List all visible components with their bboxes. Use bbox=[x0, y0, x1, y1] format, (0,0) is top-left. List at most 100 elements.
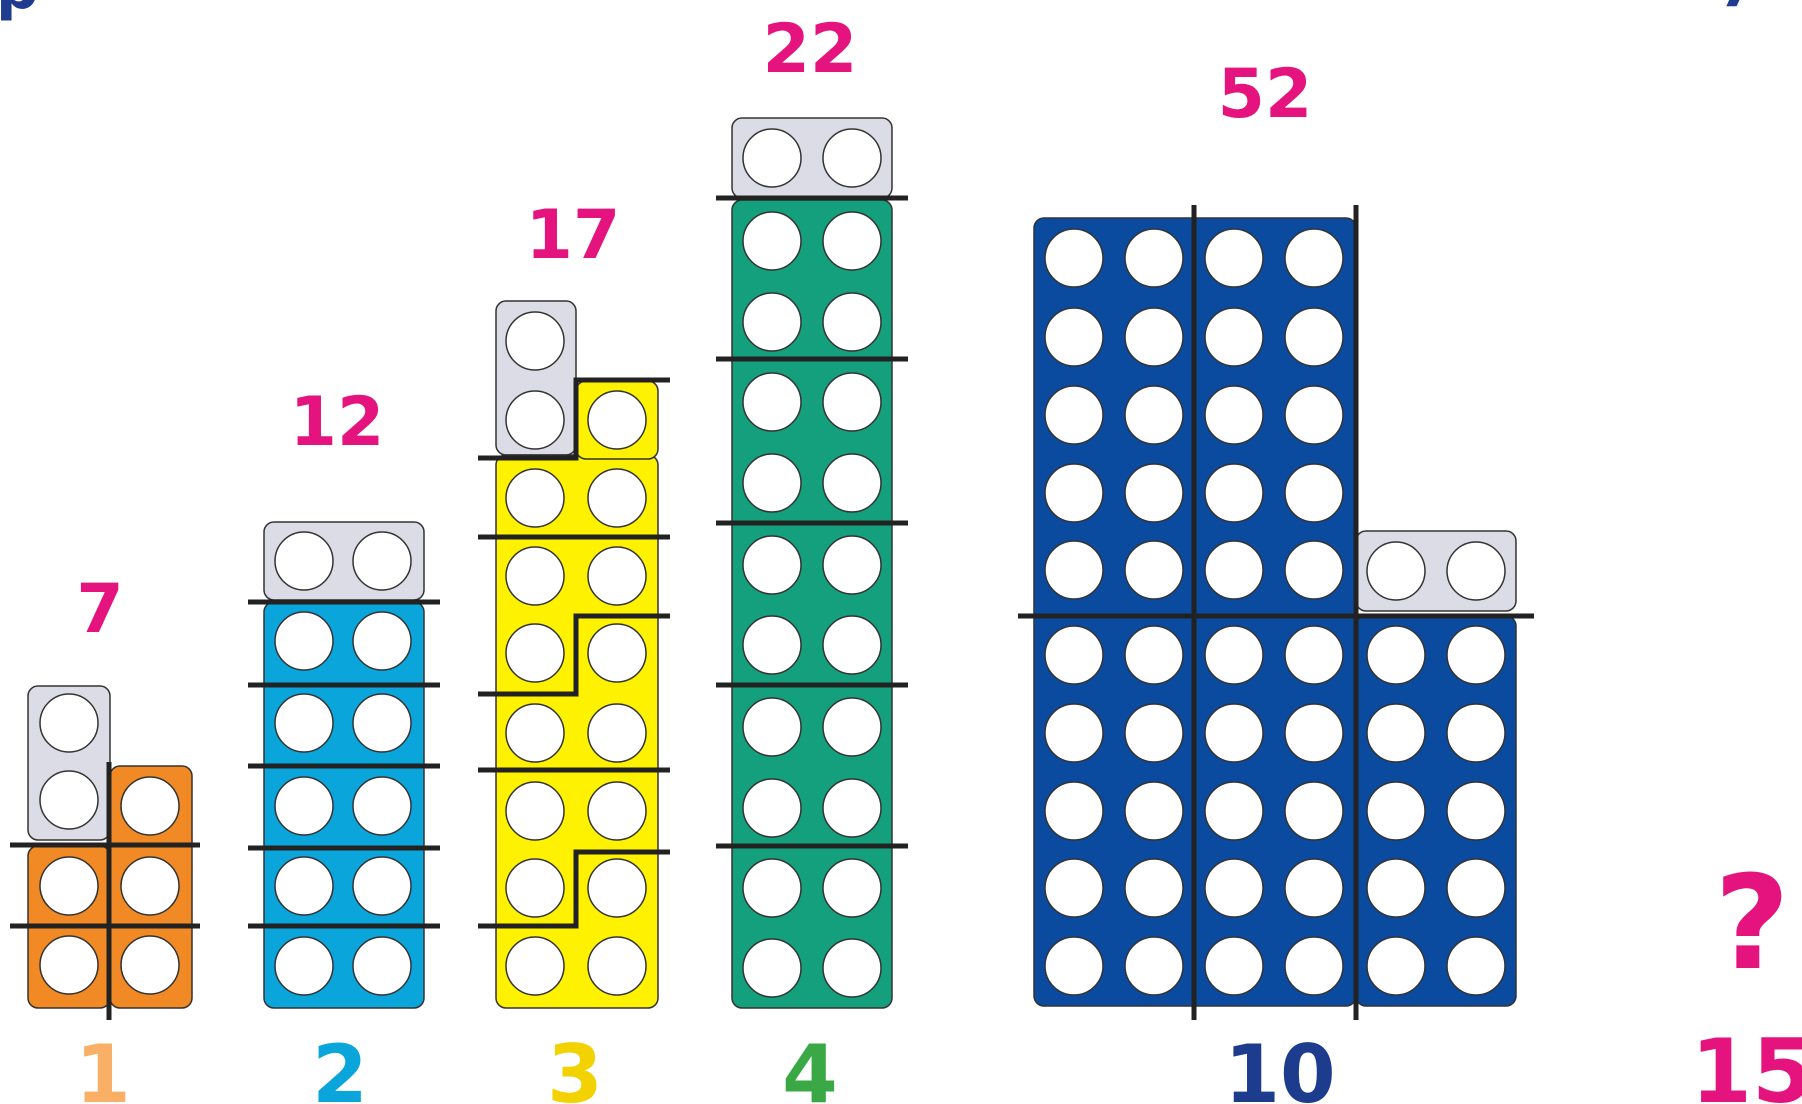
tile-hole bbox=[588, 704, 646, 762]
tile-hole bbox=[1285, 464, 1343, 522]
tile-hole bbox=[40, 936, 98, 994]
tile-hole bbox=[823, 454, 881, 512]
tile-hole bbox=[1205, 859, 1263, 917]
tile-hole bbox=[1205, 782, 1263, 840]
tile-hole bbox=[1367, 859, 1425, 917]
tile-hole bbox=[353, 857, 411, 915]
tile-hole bbox=[1045, 464, 1103, 522]
step-label-blue: 10 bbox=[1224, 1028, 1335, 1104]
tile-hole bbox=[506, 937, 564, 995]
tile-hole bbox=[588, 469, 646, 527]
tile-hole bbox=[1045, 937, 1103, 995]
tile-hole bbox=[506, 469, 564, 527]
tile-hole bbox=[1205, 541, 1263, 599]
tile-hole bbox=[1125, 704, 1183, 762]
tile-hole bbox=[275, 532, 333, 590]
tile-hole bbox=[743, 616, 801, 674]
tile-hole bbox=[275, 612, 333, 670]
mystery-question-mark: ? bbox=[1714, 847, 1789, 999]
tile-hole bbox=[823, 859, 881, 917]
total-label-blue: 52 bbox=[1218, 55, 1313, 134]
tile-hole bbox=[1205, 704, 1263, 762]
tile-hole bbox=[275, 694, 333, 752]
tile-hole bbox=[1045, 308, 1103, 366]
step-label-cyan: 2 bbox=[312, 1028, 368, 1104]
tile-hole bbox=[506, 782, 564, 840]
tile-hole bbox=[1045, 626, 1103, 684]
tile-hole bbox=[1125, 308, 1183, 366]
tile-hole bbox=[1045, 704, 1103, 762]
tile-hole bbox=[506, 859, 564, 917]
tile-hole bbox=[1125, 937, 1183, 995]
tile-hole bbox=[1285, 704, 1343, 762]
corner-mark-left: p bbox=[0, 0, 39, 23]
tile-hole bbox=[1205, 937, 1263, 995]
tile-hole bbox=[353, 612, 411, 670]
tile-hole bbox=[275, 857, 333, 915]
tile-hole bbox=[1045, 541, 1103, 599]
tile-hole bbox=[353, 694, 411, 752]
tile-hole bbox=[1125, 229, 1183, 287]
tile-hole bbox=[743, 293, 801, 351]
tile-hole bbox=[588, 391, 646, 449]
tile-hole bbox=[1125, 782, 1183, 840]
tile-hole bbox=[743, 859, 801, 917]
tile-hole bbox=[743, 212, 801, 270]
tile-hole bbox=[40, 857, 98, 915]
tile-hole bbox=[1367, 782, 1425, 840]
tile-hole bbox=[1367, 937, 1425, 995]
tile-hole bbox=[823, 779, 881, 837]
total-label-yellow: 17 bbox=[526, 196, 621, 275]
tile-hole bbox=[743, 698, 801, 756]
tile-hole bbox=[588, 782, 646, 840]
mystery-step-label: 15 bbox=[1691, 1020, 1802, 1104]
tile-hole bbox=[1447, 782, 1505, 840]
tile-hole bbox=[1447, 937, 1505, 995]
total-label-orange: 7 bbox=[76, 570, 123, 649]
tile-hole bbox=[1125, 626, 1183, 684]
tile-hole bbox=[1205, 626, 1263, 684]
tile-hole bbox=[743, 939, 801, 997]
tile-hole bbox=[1045, 782, 1103, 840]
tile-hole bbox=[353, 937, 411, 995]
tile-hole bbox=[823, 212, 881, 270]
tile-hole bbox=[823, 293, 881, 351]
tile-hole bbox=[1045, 859, 1103, 917]
tile-hole bbox=[823, 536, 881, 594]
tile-hole bbox=[743, 129, 801, 187]
tile-hole bbox=[1285, 782, 1343, 840]
tile-hole bbox=[275, 777, 333, 835]
tile-hole bbox=[743, 779, 801, 837]
tile-hole bbox=[40, 771, 98, 829]
tile-hole bbox=[823, 373, 881, 431]
tile-hole bbox=[1045, 229, 1103, 287]
tile-hole bbox=[506, 547, 564, 605]
tile-hole bbox=[1285, 308, 1343, 366]
tile-hole bbox=[1205, 464, 1263, 522]
tile-hole bbox=[275, 937, 333, 995]
tile-hole bbox=[506, 624, 564, 682]
tile-hole bbox=[1447, 626, 1505, 684]
tile-hole bbox=[1285, 386, 1343, 444]
tile-hole bbox=[823, 939, 881, 997]
tile-hole bbox=[823, 616, 881, 674]
tile-hole bbox=[1367, 542, 1425, 600]
tile-hole bbox=[121, 857, 179, 915]
tile-hole bbox=[1285, 541, 1343, 599]
tile-hole bbox=[588, 859, 646, 917]
tile-hole bbox=[823, 698, 881, 756]
tile-hole bbox=[1125, 859, 1183, 917]
tile-hole bbox=[40, 694, 98, 752]
tile-hole bbox=[743, 536, 801, 594]
total-label-cyan: 12 bbox=[290, 383, 385, 462]
tile-hole bbox=[1447, 859, 1505, 917]
tile-hole bbox=[506, 312, 564, 370]
tile-hole bbox=[1285, 859, 1343, 917]
step-label-yellow: 3 bbox=[547, 1028, 603, 1104]
tile-hole bbox=[1285, 626, 1343, 684]
tile-hole bbox=[1367, 704, 1425, 762]
step-label-green: 4 bbox=[782, 1028, 838, 1104]
tile-hole bbox=[353, 777, 411, 835]
tile-hole bbox=[121, 936, 179, 994]
